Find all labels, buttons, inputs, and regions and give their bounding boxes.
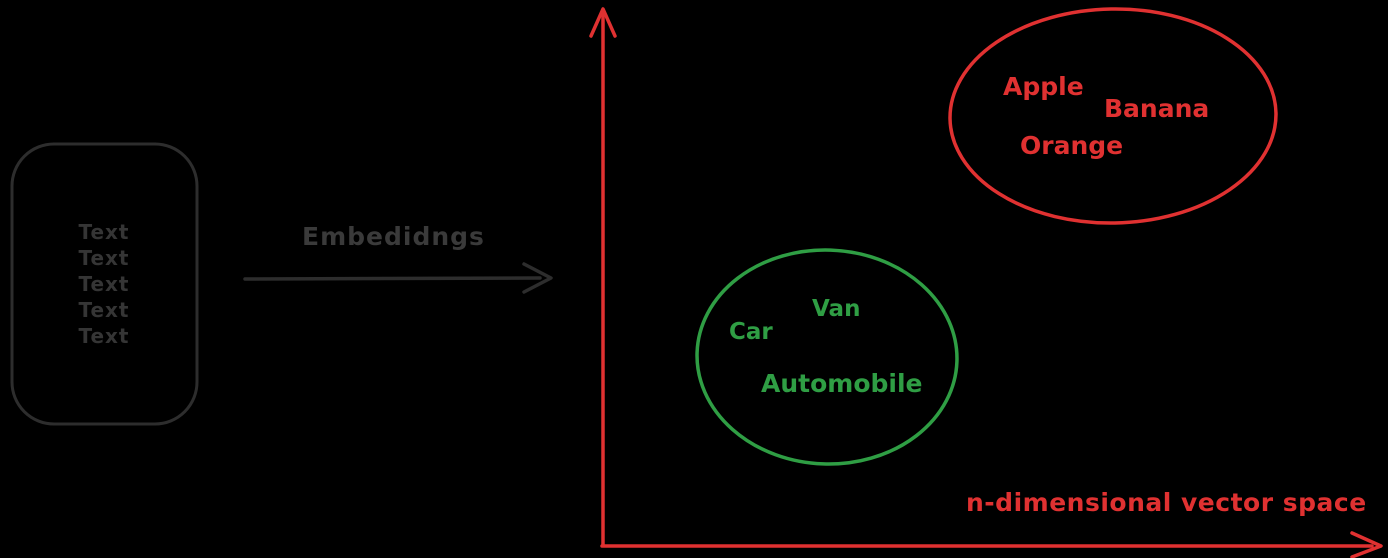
embedding-arrow-line: [243, 276, 542, 281]
document-box-text: Text Text Text Text Text: [11, 143, 197, 425]
vehicle-item-car: Car: [729, 319, 773, 345]
fruit-item-banana: Banana: [1104, 94, 1210, 123]
document-text-line: Text: [78, 220, 130, 244]
document-text-line: Text: [78, 298, 130, 322]
y-axis-arrowhead-icon: [589, 7, 617, 38]
vehicle-item-automobile: Automobile: [761, 369, 923, 398]
x-axis-label: n-dimensional vector space: [966, 488, 1367, 517]
document-text-line: Text: [78, 324, 130, 348]
document-text-line: Text: [78, 272, 130, 296]
embedding-arrowhead-icon: [522, 262, 553, 294]
fruit-cluster-ellipse: [948, 7, 1278, 225]
fruit-item-apple: Apple: [1003, 72, 1084, 101]
x-axis-arrowhead-icon: [1350, 531, 1383, 558]
document-box-outline: [10, 142, 199, 426]
vehicle-item-van: Van: [812, 296, 861, 322]
fruit-item-orange: Orange: [1020, 131, 1124, 160]
document-text-line: Text: [78, 246, 130, 270]
embeddings-arrow-label: Embedidngs: [302, 222, 485, 251]
vehicle-cluster-ellipse: [695, 248, 959, 466]
